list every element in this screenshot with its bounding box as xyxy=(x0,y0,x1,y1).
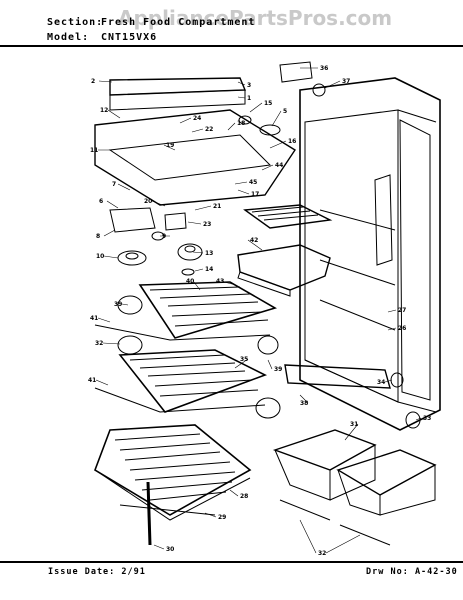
callout-42: 42 xyxy=(250,237,258,244)
callout-18: 18 xyxy=(237,120,245,127)
callout-31: 31 xyxy=(350,421,358,428)
watermark: AppliancePartsPros.com xyxy=(118,6,393,30)
callout-22: 22 xyxy=(205,126,213,133)
callout-12: 12 xyxy=(100,107,108,114)
callout-3: 3 xyxy=(247,82,251,89)
model-value: CNT15VX6 xyxy=(101,32,158,43)
callout-20: 20 xyxy=(144,198,152,205)
callout-2: 2 xyxy=(91,78,95,85)
callout-45: 45 xyxy=(249,179,257,186)
section-line: Section:Fresh Food Compartment xyxy=(47,17,255,28)
upper-shelf xyxy=(237,204,333,297)
callout-39b: 39 xyxy=(274,366,282,373)
callout-7: 7 xyxy=(112,181,116,188)
callout-41: 41 xyxy=(90,315,98,322)
callout-37: 37 xyxy=(342,78,350,85)
issue-date: Issue Date: 2/91 xyxy=(48,567,146,577)
callout-1: 1 xyxy=(247,95,251,102)
callout-13: 13 xyxy=(205,250,213,257)
callout-9: 9 xyxy=(162,233,166,240)
callout-26: 26 xyxy=(398,325,406,332)
callout-35: 35 xyxy=(240,356,248,363)
callout-34: 34 xyxy=(377,379,385,386)
callout-5: 5 xyxy=(283,108,287,115)
callout-10: 10 xyxy=(96,253,104,260)
callout-30: 30 xyxy=(166,546,174,553)
callout-32: 32 xyxy=(95,340,103,347)
shelf-2 xyxy=(94,349,281,419)
callout-19: 19 xyxy=(166,142,174,149)
drawing-number: Drw No: A-42-30 xyxy=(366,567,458,577)
callout-43: 43 xyxy=(216,278,224,285)
small-components xyxy=(109,115,281,276)
control-housing xyxy=(94,61,326,206)
shelf-1 xyxy=(94,281,279,355)
callout-41b: 41 xyxy=(88,377,96,384)
leader-lines xyxy=(95,67,422,554)
callout-21: 21 xyxy=(213,203,221,210)
model-label: Model: xyxy=(47,32,90,43)
shelf-3 xyxy=(94,424,252,546)
footer-rule xyxy=(0,561,463,563)
callout-40: 40 xyxy=(186,278,194,285)
callout-29: 29 xyxy=(218,514,226,521)
callout-labels: 2 3 1 15 5 36 37 12 24 22 18 16 19 11 44… xyxy=(88,65,431,557)
header-rule xyxy=(0,45,463,47)
crisper-drawers xyxy=(272,364,437,546)
callout-39: 39 xyxy=(114,301,122,308)
callout-23: 23 xyxy=(203,221,211,228)
callout-27: 27 xyxy=(398,307,406,314)
callout-8: 8 xyxy=(96,233,100,240)
callout-6: 6 xyxy=(99,198,103,205)
section-value: Fresh Food Compartment xyxy=(101,17,256,28)
callout-38: 38 xyxy=(300,400,308,407)
callout-32b: 32 xyxy=(318,550,326,557)
callout-16: 16 xyxy=(288,138,296,145)
cabinet-liner xyxy=(299,77,441,431)
callout-28: 28 xyxy=(240,493,248,500)
callout-36: 36 xyxy=(320,65,328,72)
callout-33: 33 xyxy=(423,415,431,422)
callout-24: 24 xyxy=(193,115,201,122)
callout-17: 17 xyxy=(251,191,259,198)
model-line: Model: CNT15VX6 xyxy=(47,32,157,43)
section-label: Section: xyxy=(47,17,104,28)
callout-44: 44 xyxy=(275,162,283,169)
callout-14: 14 xyxy=(205,266,213,273)
callout-15: 15 xyxy=(264,100,272,107)
callout-11: 11 xyxy=(90,147,98,154)
